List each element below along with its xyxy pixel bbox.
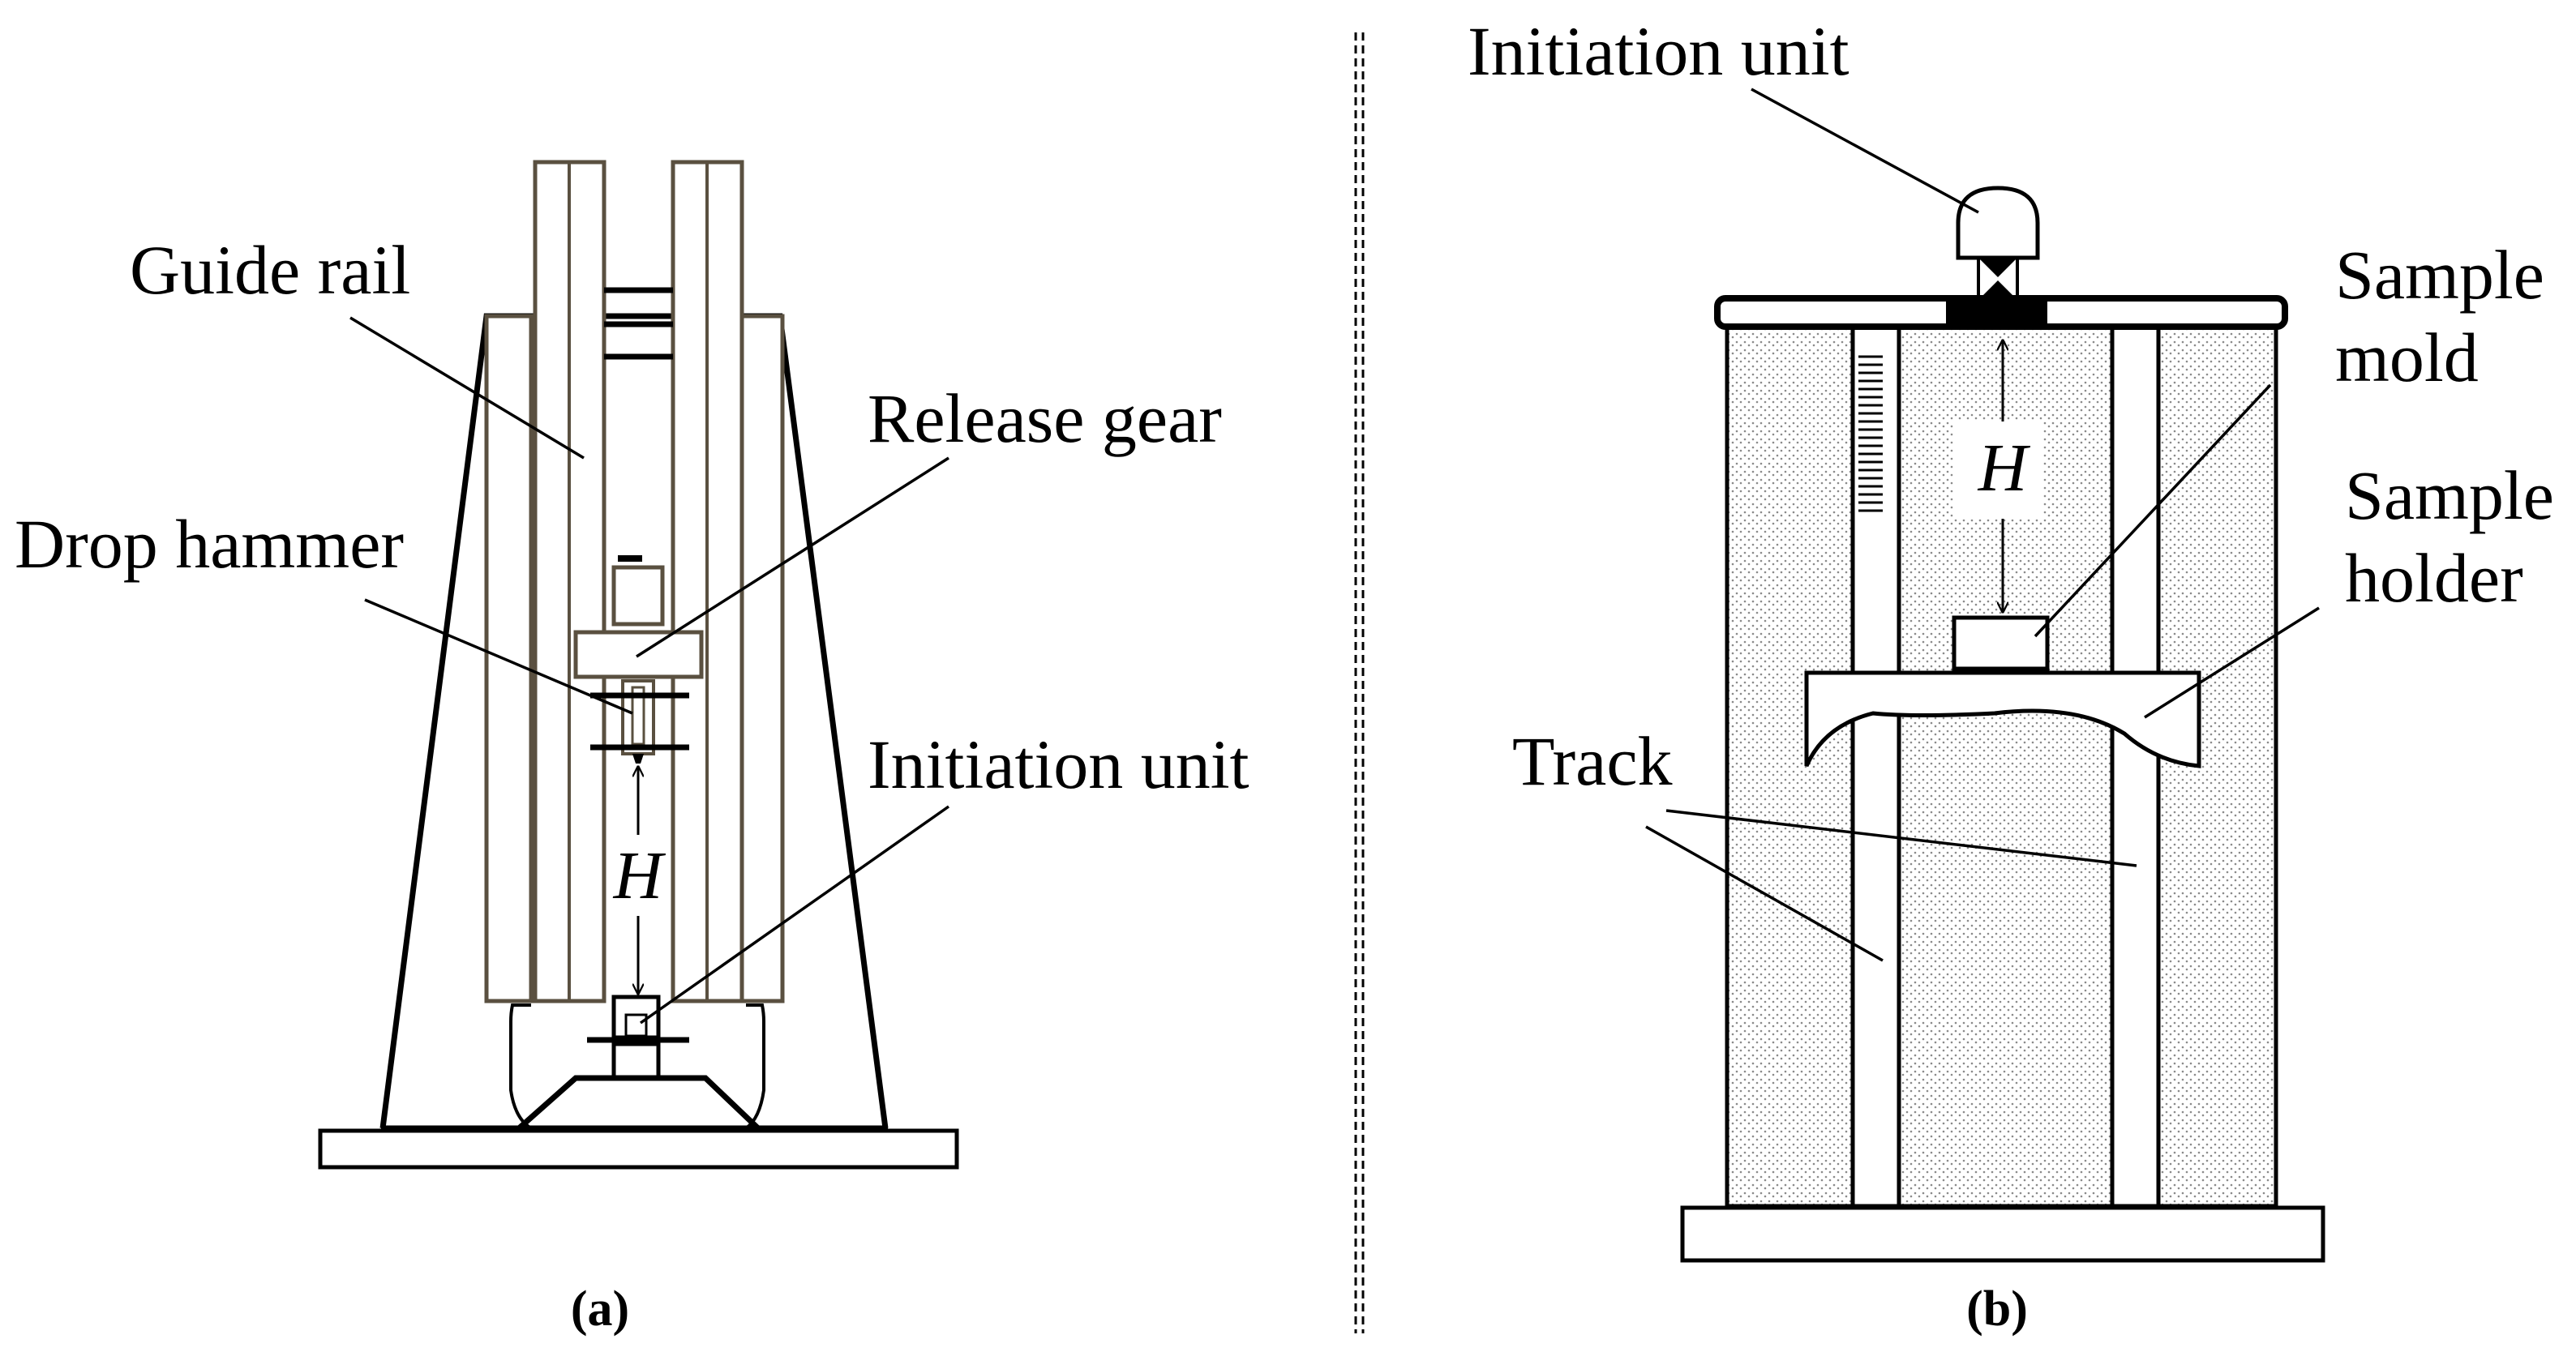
anvil-mount [509, 1003, 533, 1130]
sample-holder [1804, 670, 2201, 768]
stippled-column-left [1725, 318, 1855, 1209]
panel-b: H Initiation unit Sample mold Sample hol… [1468, 12, 2554, 1337]
initiation-unit-b [1956, 186, 2040, 260]
base-plate-b [1680, 1205, 2325, 1263]
guide-rail-label: Guide rail [130, 231, 410, 309]
track-left [1850, 318, 1901, 1209]
height-label-b: H [1978, 430, 2031, 506]
height-label-a: H [613, 838, 667, 913]
release-gear-label: Release gear [868, 379, 1222, 457]
frame-column-left [484, 314, 534, 1003]
track-label: Track [1512, 722, 1673, 800]
sample-mold-label-line1: Sample [2335, 236, 2544, 314]
height-scale [1858, 355, 1883, 512]
tapered-frame [379, 313, 889, 1129]
caption-b: (b) [1966, 1281, 2028, 1337]
drop-hammer-label: Drop hammer [15, 505, 404, 583]
base-plate [318, 1128, 959, 1170]
weight-block [611, 565, 665, 627]
sample-mold-label-line2: mold [2335, 319, 2479, 396]
sample-mold [1952, 615, 2050, 671]
frame-column-right [735, 314, 785, 1003]
initiation-unit-b-label: Initiation unit [1468, 12, 1849, 90]
caption-a: (a) [571, 1281, 629, 1337]
release-gear [573, 630, 704, 679]
panel-a: H Guide rail Release gear Drop hammer In… [15, 160, 1249, 1337]
sample-holder-label-line1: Sample [2345, 456, 2554, 534]
initiation-unit-a-label: Initiation unit [868, 725, 1249, 803]
track-right [2110, 318, 2161, 1209]
sample-holder-label-line2: holder [2345, 539, 2523, 617]
